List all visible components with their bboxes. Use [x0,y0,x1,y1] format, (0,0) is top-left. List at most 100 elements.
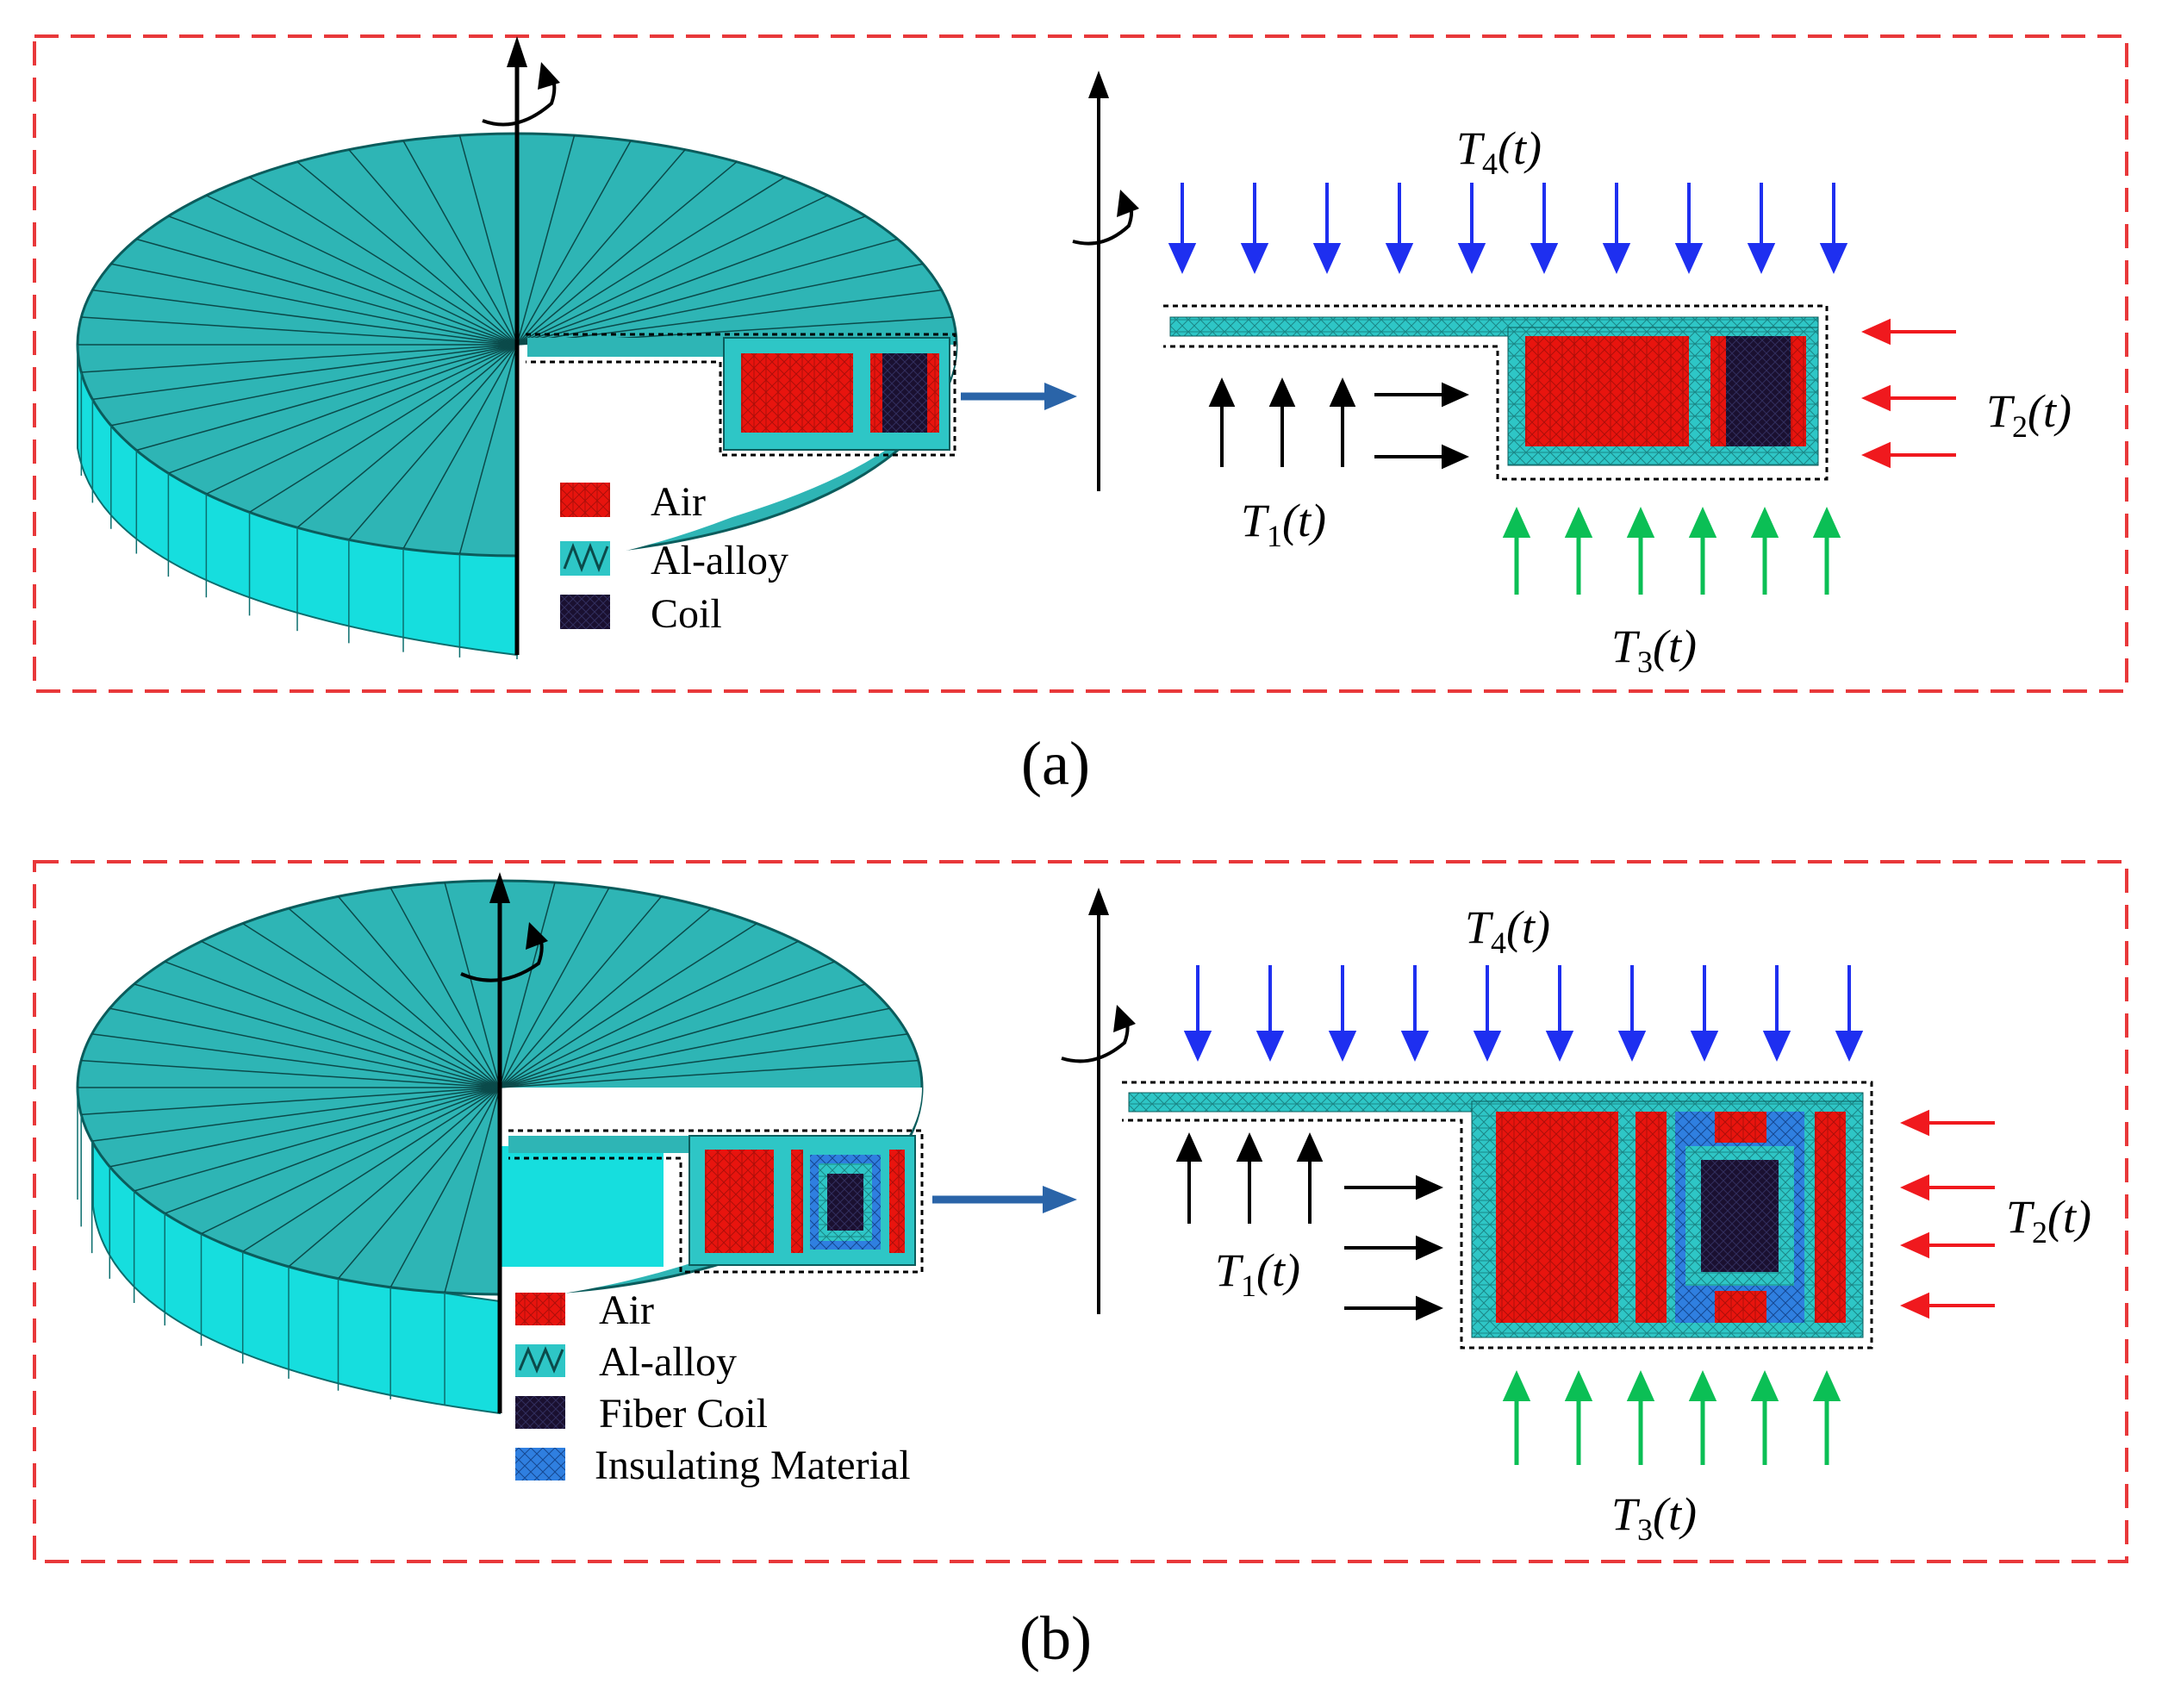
mesh-line [499,983,866,1088]
mesh-line [81,1059,501,1088]
mesh-line [516,176,785,346]
mesh-line [201,1087,501,1235]
t2-label: T2(t) [1986,385,2072,444]
arrowhead [1502,507,1531,538]
mesh-line [242,1087,501,1253]
arrowhead [1457,243,1486,274]
arrowhead [1835,1031,1864,1062]
mesh-line [296,344,518,528]
arrowhead [1900,1231,1929,1259]
mesh-line [499,922,757,1088]
coil-swatch-icon [560,595,610,629]
arrowhead [1545,1031,1574,1062]
mesh-line [458,134,518,346]
mesh-line [516,134,576,346]
arrowhead [1442,382,1469,408]
legend-item: Fiber Coil [599,1391,768,1437]
arrowhead [1416,1175,1443,1200]
t3-label: T3(t) [1611,1488,1697,1547]
mesh-line [296,161,518,346]
arrowhead [1183,1031,1212,1062]
mesh-line [92,344,518,401]
legend-item: Al-alloy [651,538,788,583]
arrowhead [1473,1031,1502,1062]
panel-b-label: (b) [1019,1604,1092,1673]
air-swatch-icon [560,483,610,517]
t4-arrows [1168,183,1848,274]
arrowhead [1690,1031,1719,1062]
mesh-line [499,887,610,1088]
arrowhead [1861,441,1891,469]
arrowhead [1812,507,1841,538]
mesh-line [201,940,501,1088]
legend-item: Al-alloy [599,1339,737,1385]
arrowhead [1400,1031,1430,1062]
mesh-line [499,1033,908,1088]
mesh-line [164,961,501,1088]
arrowhead [1900,1174,1929,1201]
mesh-line [81,1087,501,1116]
arrowhead [1255,1031,1285,1062]
arrowhead [1688,1370,1717,1401]
mesh-line [134,1087,501,1192]
mesh-line [206,344,518,495]
mesh-line [206,195,518,346]
mesh-line [348,344,518,540]
arrowhead [1564,1370,1593,1401]
mesh-line [389,887,501,1088]
t2-arrows [1900,1109,1995,1319]
arrowhead [1861,318,1891,346]
air-swatch-icon [515,1293,565,1325]
arrowhead [1236,1132,1263,1162]
mesh-line [444,882,501,1088]
arrowhead [1674,243,1704,274]
arrowhead [1626,507,1655,538]
arrowhead [1688,507,1717,538]
mesh-line [168,344,518,474]
arrowhead [1208,377,1236,407]
panel-a-label: (a) [1021,729,1090,798]
mesh-line [81,344,518,373]
arrowhead [1502,1370,1531,1401]
mesh-line [516,238,898,346]
fiber-coil-swatch-icon [515,1396,565,1429]
mesh-line [110,263,518,346]
arrowhead [1819,243,1848,274]
mesh-line [110,344,518,427]
arrowhead [1328,1031,1357,1062]
mesh-line [402,140,518,346]
arrowhead [1385,243,1414,274]
arrowhead [1750,507,1779,538]
panel-b-3d-model [76,872,1077,1415]
arrowhead [1626,1370,1655,1401]
mesh-line [499,961,836,1088]
mesh-line [92,289,518,346]
arrowhead [1617,1031,1647,1062]
arrowhead [1564,507,1593,538]
panel-b-legend: Air Al-alloy Fiber Coil Insulating Mater… [515,1287,911,1488]
mesh-line [109,1087,501,1168]
mesh-line [109,1007,501,1088]
legend-item: Air [651,479,706,525]
mesh-line [337,895,501,1088]
arrowhead [1900,1109,1929,1137]
panel-b-frame [33,860,2128,1563]
mesh-line [444,1087,501,1293]
arrowhead [1442,444,1469,470]
t1-label: T1(t) [1241,495,1326,553]
mesh-line [516,161,738,346]
mesh-line [402,344,518,550]
t4-label: T4(t) [1465,901,1550,960]
mesh-line [249,344,518,514]
arrowhead [1416,1235,1443,1261]
arrowhead [1416,1295,1443,1321]
arrowhead [1747,243,1776,274]
arrowhead [1329,377,1356,407]
arrowhead [1168,243,1197,274]
mesh-line [288,907,501,1088]
arrowhead [1900,1292,1929,1319]
mesh-line [288,1087,501,1268]
arrowhead [1240,243,1269,274]
t3-arrows [1502,507,1841,595]
mesh-line [81,316,518,346]
